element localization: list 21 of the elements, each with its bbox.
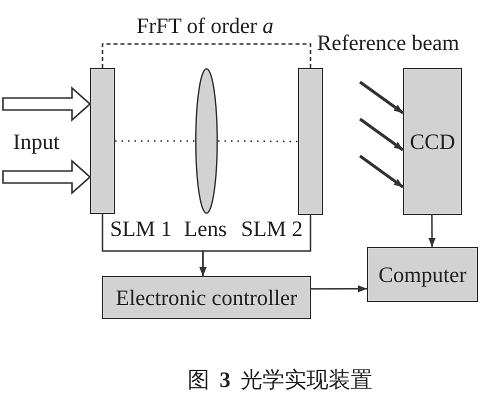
computer-box: Computer <box>367 247 478 302</box>
beam-arrow <box>359 118 404 152</box>
controller-box: Electronic controller <box>102 276 311 319</box>
part-label: SLM 1 <box>110 217 172 241</box>
block-arrow <box>2 86 92 122</box>
beam-arrow <box>359 154 404 188</box>
figure-caption: 图 3 光学实现装置 <box>188 368 372 392</box>
text-label: Reference beam <box>317 31 460 55</box>
arrow <box>428 215 436 247</box>
beam-arrow <box>359 80 404 114</box>
block-arrow <box>2 159 92 195</box>
lens <box>195 68 218 214</box>
ccd-box: CCD <box>403 68 462 215</box>
part-label: Lens <box>184 217 227 241</box>
arrow <box>311 285 367 292</box>
slm-panel <box>298 68 323 215</box>
slm-panel <box>90 68 115 214</box>
dashed-line <box>102 43 312 68</box>
part-label: SLM 2 <box>241 217 303 241</box>
text-label: Input <box>13 130 60 154</box>
arrow <box>199 215 312 276</box>
